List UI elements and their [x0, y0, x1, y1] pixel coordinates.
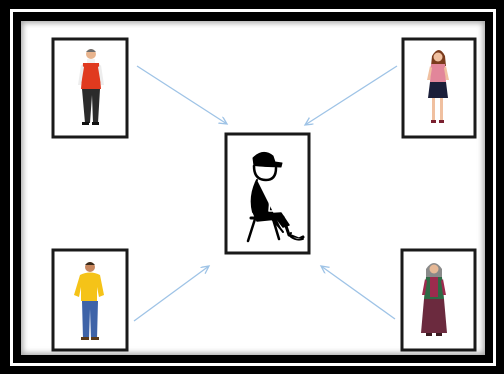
- arrow-bottom-left: [134, 266, 209, 321]
- card-bottom-left: [53, 250, 127, 350]
- card-top-left: [53, 39, 127, 137]
- arrow-top-left: [137, 66, 227, 124]
- arrow-bottom-right: [321, 266, 395, 319]
- diagram-svg: [21, 21, 485, 355]
- card-bottom-right: [402, 250, 475, 350]
- diagram-canvas: [18, 18, 488, 358]
- center-card: [226, 134, 309, 253]
- arrow-top-right: [305, 66, 397, 125]
- card-top-right: [403, 39, 475, 137]
